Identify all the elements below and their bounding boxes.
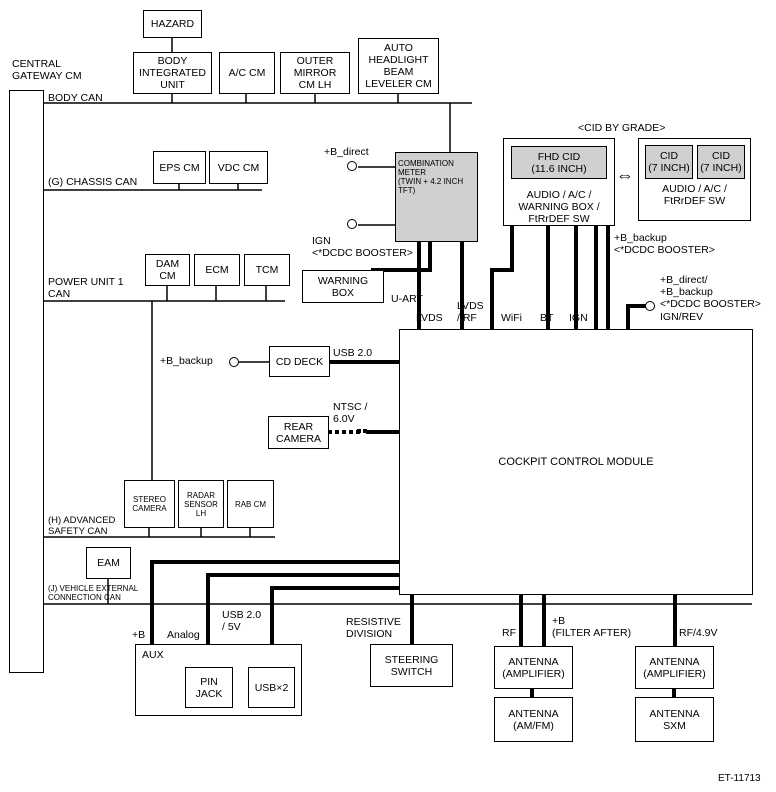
ign-rev-label: IGN/REV xyxy=(660,311,704,323)
rab-cm-box: RAB CM xyxy=(227,480,274,528)
eam-box: EAM xyxy=(86,547,131,579)
outer-mirror-box: OUTER MIRROR CM LH xyxy=(280,52,350,94)
aux-b-label: +B xyxy=(132,629,146,641)
cid-7inch-screen-2: CID (7 INCH) xyxy=(697,145,745,179)
aux-analog-label: Analog xyxy=(167,629,200,641)
swap-arrow-icon: ⇔ xyxy=(616,165,634,185)
headlight-leveler-box: AUTO HEADLIGHT BEAM LEVELER CM xyxy=(358,38,439,94)
b-direct-backup-label: +B_direct/ +B_backup <*DCDC BOOSTER> xyxy=(660,274,761,310)
cid-title: <CID BY GRADE> xyxy=(578,122,666,134)
usb20-label: USB 2.0 xyxy=(333,347,373,359)
usb-ports-box: USB×2 xyxy=(248,667,295,708)
b-direct-terminal xyxy=(347,161,357,171)
tcm-box: TCM xyxy=(244,254,290,286)
safety-can-label: (H) ADVANCED SAFETY CAN xyxy=(48,515,116,537)
antenna-amplifier-2-box: ANTENNA (AMPLIFIER) xyxy=(635,646,714,689)
steering-switch-box: STEERING SWITCH xyxy=(370,644,453,687)
lvds-label: LVDS xyxy=(416,312,443,324)
cd-deck-box: CD DECK xyxy=(269,346,330,377)
rf-label: RF xyxy=(502,627,516,639)
antenna-amfm-box: ANTENNA (AM/FM) xyxy=(494,697,573,742)
b-filter-label: +B (FILTER AFTER) xyxy=(552,615,632,639)
ign-terminal xyxy=(347,219,357,229)
power-can-label: POWER UNIT 1 CAN xyxy=(48,276,124,300)
cid-7inch-screen-1: CID (7 INCH) xyxy=(645,145,693,179)
b-backup-terminal xyxy=(229,357,239,367)
antenna-sxm-box: ANTENNA SXM xyxy=(635,697,714,742)
eps-cm-box: EPS CM xyxy=(153,151,206,184)
aux-label: AUX xyxy=(142,649,164,661)
rf49-label: RF/4.9V xyxy=(679,627,718,639)
figure-id: ET-11713 xyxy=(718,773,761,784)
hazard-box: HAZARD xyxy=(143,10,202,38)
lvds-rf-label: LVDS / RF xyxy=(457,300,484,324)
chassis-can-label: (G) CHASSIS CAN xyxy=(48,176,138,188)
ntsc-label: NTSC / 6.0V xyxy=(333,401,368,425)
ign-dcdc-label: IGN <*DCDC BOOSTER> xyxy=(312,235,413,259)
b-direct-label: +B_direct xyxy=(324,146,369,158)
antenna-amplifier-1-box: ANTENNA (AMPLIFIER) xyxy=(494,646,573,689)
radar-sensor-box: RADAR SENSOR LH xyxy=(178,480,224,528)
aux-usb-label: USB 2.0 / 5V xyxy=(222,609,262,633)
pin-jack-box: PIN JACK xyxy=(185,667,233,708)
wifi-label: WiFi xyxy=(501,312,522,324)
combination-meter-box: COMBINATION METER (TWIN + 4.2 INCH TFT) xyxy=(395,152,478,242)
bt-label: BT xyxy=(540,312,554,324)
warning-box: WARNING BOX xyxy=(302,270,384,303)
body-can-label: BODY CAN xyxy=(48,92,103,104)
body-integrated-unit-box: BODY INTEGRATED UNIT xyxy=(133,52,212,94)
ecm-box: ECM xyxy=(194,254,240,286)
cockpit-control-module: COCKPIT CONTROL MODULE xyxy=(399,329,753,595)
ign-label: IGN xyxy=(569,312,588,324)
rear-camera-box: REAR CAMERA xyxy=(268,416,329,449)
vehicle-can-label: (J) VEHICLE EXTERNAL CONNECTION CAN xyxy=(48,584,139,602)
central-gateway-box xyxy=(9,90,44,673)
b-backup-dcdc-label: +B_backup <*DCDC BOOSTER> xyxy=(614,232,715,256)
dam-cm-box: DAM CM xyxy=(145,254,190,286)
b-backup-label: +B_backup xyxy=(160,355,213,367)
fhd-cid-screen: FHD CID (11.6 INCH) xyxy=(511,146,607,179)
b-direct-backup-terminal xyxy=(645,301,655,311)
vdc-cm-box: VDC CM xyxy=(209,151,268,184)
uart-label: U-ART xyxy=(391,293,423,305)
ac-cm-box: A/C CM xyxy=(219,52,275,94)
gateway-label: CENTRAL GATEWAY CM xyxy=(12,58,82,82)
stereo-camera-box: STEREO CAMERA xyxy=(124,480,175,528)
resistive-division-label: RESISTIVE DIVISION xyxy=(346,616,401,640)
